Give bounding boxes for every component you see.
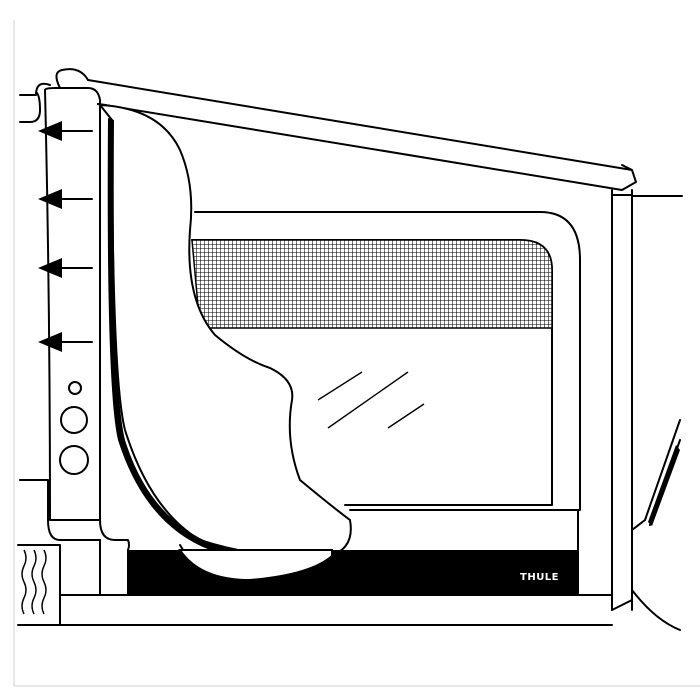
- vehicle-body: [17, 82, 101, 626]
- ground-line: [59, 594, 613, 626]
- rolled-back-curtain: [97, 103, 352, 558]
- panel-left-edge: [99, 99, 130, 551]
- vehicle-right: [631, 419, 681, 631]
- vehicle-circle: [60, 406, 88, 434]
- right-wall-post: [611, 189, 683, 611]
- vehicle-small-circle: [68, 381, 82, 395]
- awning-rail: [87, 79, 637, 191]
- panel-base: [99, 509, 579, 596]
- glass-reflection: [317, 371, 425, 429]
- window: [191, 211, 581, 511]
- arrow-left-icon: [38, 189, 93, 209]
- brand-logo: THULE: [520, 572, 559, 583]
- wavy-lines: [21, 549, 47, 615]
- arrow-left-icon: [38, 121, 93, 141]
- arrow-left-icon: [38, 258, 93, 278]
- arrows: [38, 121, 93, 352]
- vehicle-circle: [59, 445, 89, 475]
- mesh-screen: [191, 239, 553, 329]
- left-wall-post: [44, 68, 101, 521]
- arrow-left-icon: [38, 332, 93, 352]
